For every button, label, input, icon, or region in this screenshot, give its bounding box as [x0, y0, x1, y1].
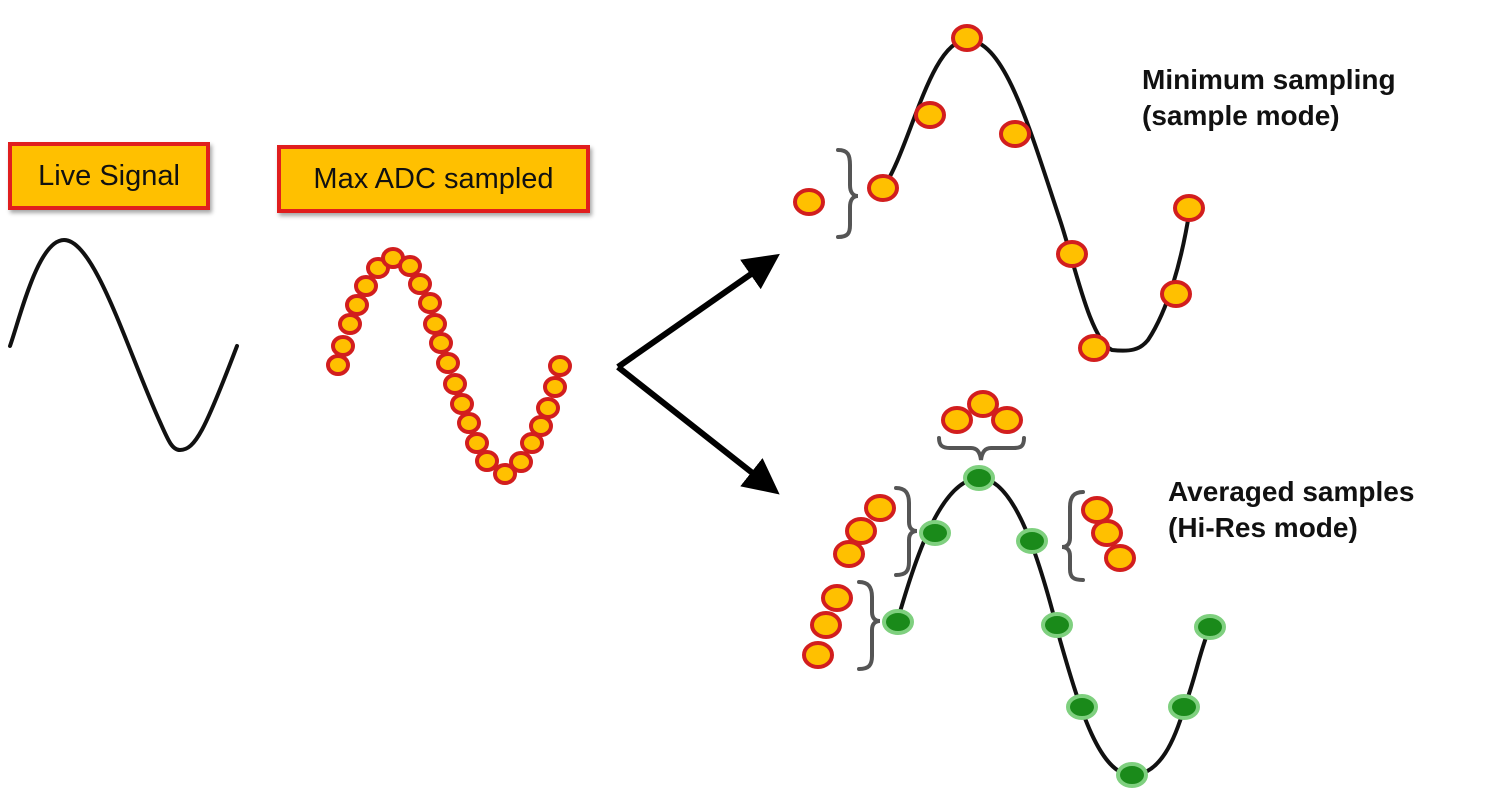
- sample-dot: [543, 376, 567, 398]
- bracket-icon: [937, 436, 1026, 461]
- sample-dot: [493, 463, 517, 485]
- sample-dot: [475, 450, 499, 472]
- minimum-sampling-caption: Minimum sampling (sample mode): [1142, 62, 1396, 134]
- sample-dot: [529, 415, 553, 437]
- averaged-samples-caption: Averaged samples (Hi-Res mode): [1168, 474, 1414, 546]
- minimum-sampling-curve: [881, 37, 1192, 353]
- arrow-down-icon: [616, 364, 780, 495]
- caption-line: Minimum sampling: [1142, 64, 1396, 95]
- sample-dot: [354, 275, 378, 297]
- live-signal-curve: [8, 237, 239, 453]
- sample-dot: [423, 313, 447, 335]
- sample-dot: [457, 412, 481, 434]
- sample-dot: [548, 355, 572, 377]
- averaged-sample-dot: [1016, 528, 1048, 554]
- averaged-sample-dot: [919, 520, 951, 546]
- bracket-icon: [1061, 490, 1085, 582]
- averaged-sample-dot: [882, 609, 914, 635]
- sample-dot: [418, 292, 442, 314]
- sample-dot: [914, 101, 946, 129]
- sample-dot: [1091, 519, 1123, 547]
- sample-dot: [429, 332, 453, 354]
- live-signal-label: Live Signal: [8, 142, 210, 210]
- averaged-sample-dot: [1168, 694, 1200, 720]
- averaged-sample-dot: [1066, 694, 1098, 720]
- caption-line: (sample mode): [1142, 100, 1340, 131]
- averaged-sample-dot: [1041, 612, 1073, 638]
- averaged-sample-dot: [963, 465, 995, 491]
- max-adc-sample-dots: [326, 247, 572, 485]
- bracket-icon: [836, 148, 859, 239]
- sample-dot: [821, 584, 853, 612]
- sample-dot: [443, 373, 467, 395]
- sample-dot: [338, 313, 362, 335]
- sample-dot: [967, 390, 999, 418]
- sample-dot: [520, 432, 544, 454]
- bracket-icon: [857, 580, 881, 671]
- sample-dot: [867, 174, 899, 202]
- sample-dot: [941, 406, 973, 434]
- sample-dot: [999, 120, 1031, 148]
- sample-dot: [810, 611, 842, 639]
- sample-dot: [1078, 334, 1110, 362]
- averaged-sample-dot: [1116, 762, 1148, 788]
- sample-dot: [536, 397, 560, 419]
- sample-dot: [326, 354, 350, 376]
- sample-dot: [1160, 280, 1192, 308]
- sample-dot: [864, 494, 896, 522]
- arrow-up-icon: [616, 253, 780, 370]
- caption-line: Averaged samples: [1168, 476, 1415, 507]
- branch-arrows: [616, 253, 780, 495]
- sample-dot: [802, 641, 834, 669]
- bracket-icon: [894, 486, 918, 577]
- sample-dot: [991, 406, 1023, 434]
- sample-dot: [436, 352, 460, 374]
- sample-dot: [1081, 496, 1113, 524]
- sample-dot: [951, 24, 983, 52]
- sample-dot: [833, 540, 865, 568]
- sample-dot: [331, 335, 355, 357]
- minimum-sampling-group: [793, 24, 1205, 362]
- sample-dot: [408, 273, 432, 295]
- sample-dot: [450, 393, 474, 415]
- sample-dot: [845, 517, 877, 545]
- sample-dot: [1056, 240, 1088, 268]
- max-adc-sampled-label: Max ADC sampled: [277, 145, 590, 213]
- sample-dot: [398, 255, 422, 277]
- sample-dot: [509, 451, 533, 473]
- sample-dot: [793, 188, 825, 216]
- sample-dot: [345, 294, 369, 316]
- caption-line: (Hi-Res mode): [1168, 512, 1358, 543]
- averaged-samples-group: [802, 390, 1226, 788]
- sample-dot: [1104, 544, 1136, 572]
- sample-dot: [465, 432, 489, 454]
- sample-dot: [1173, 194, 1205, 222]
- averaged-sample-dot: [1194, 614, 1226, 640]
